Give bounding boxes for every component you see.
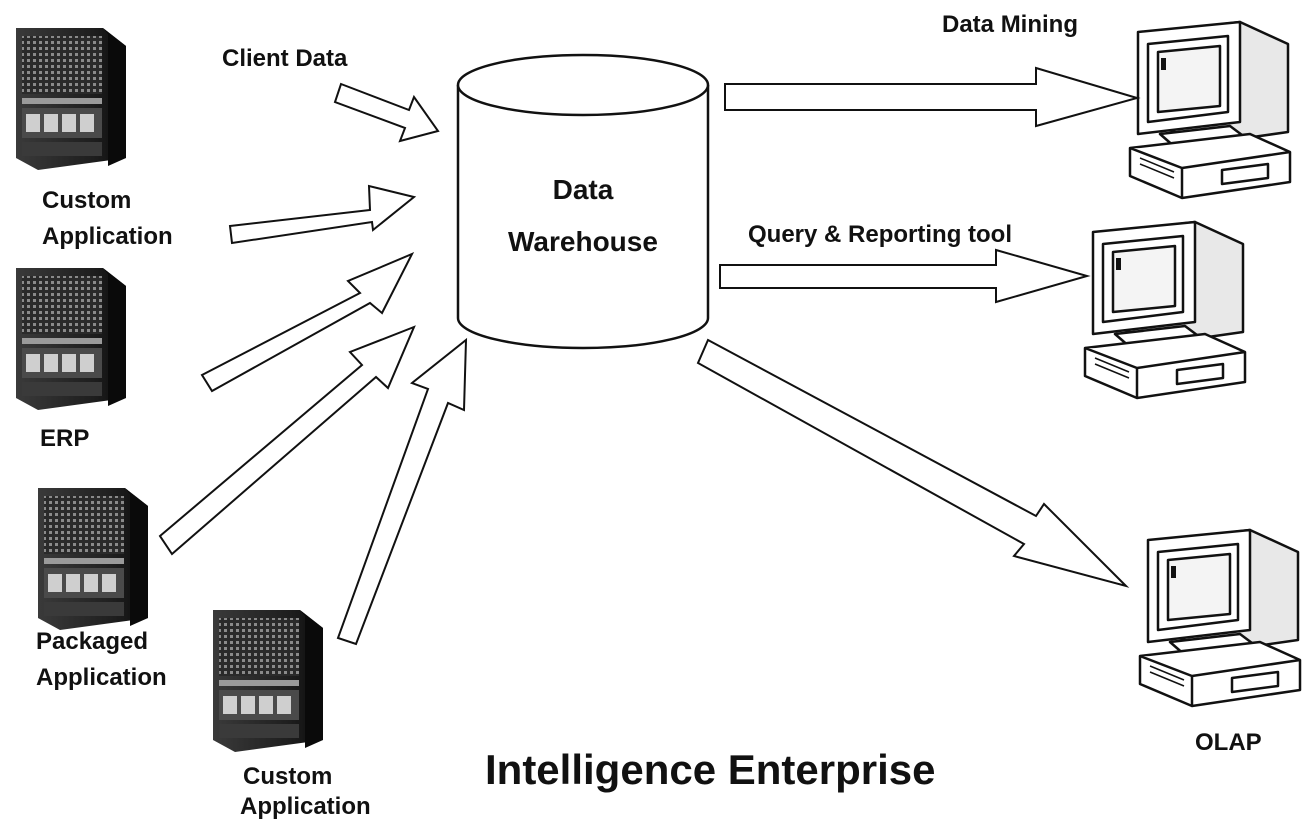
client-data-label: Client Data (222, 45, 348, 72)
custom-application-top-label-line1: Custom (42, 187, 132, 214)
database-cylinder-icon (456, 53, 710, 350)
computer-icon (1128, 20, 1292, 200)
custom-application-top-label-line2: Application (42, 223, 173, 250)
packaged-application-label-line1: Packaged (36, 628, 149, 655)
server-icon (38, 488, 148, 630)
computer-icon (1083, 220, 1247, 400)
arrow-to-query-reporting (719, 248, 1091, 304)
erp-label: ERP (40, 425, 90, 452)
packaged-application-label-line2: Application (36, 664, 167, 691)
arrow-packaged-app (158, 325, 416, 556)
arrow-erp (200, 252, 415, 393)
warehouse-label-line1: Data (552, 174, 614, 205)
server-icon (16, 28, 126, 170)
arrow-to-olap (696, 338, 1130, 588)
warehouse-label-line2: Warehouse (508, 226, 658, 257)
data-mining-label: Data Mining (942, 11, 1078, 38)
olap-label: OLAP (1195, 729, 1262, 756)
arrow-to-data-mining (724, 66, 1141, 128)
computer-icon (1138, 528, 1302, 708)
query-reporting-label: Query & Reporting tool (748, 221, 1012, 248)
custom-application-bottom-label-line1: Custom (243, 763, 333, 790)
arrow-custom-app-bottom (336, 337, 468, 646)
custom-application-bottom-label-line2: Application (240, 793, 371, 820)
arrow-client-data (333, 82, 440, 143)
server-icon (213, 610, 323, 752)
server-icon (16, 268, 126, 410)
arrow-custom-app-top (228, 184, 417, 245)
diagram-title: Intelligence Enterprise (485, 746, 936, 793)
